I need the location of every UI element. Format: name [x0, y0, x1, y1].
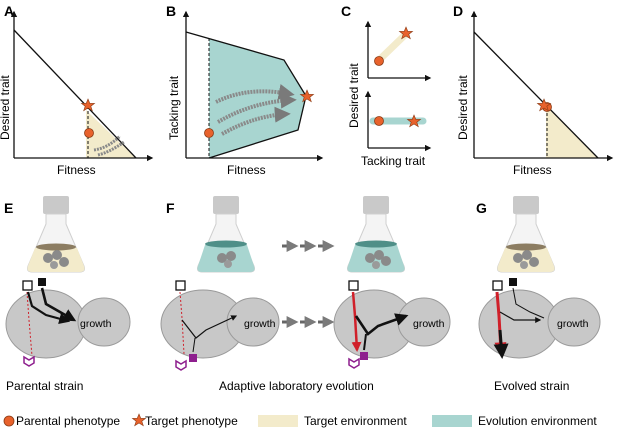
flask-evolution-environment-end: [347, 196, 405, 273]
pathway-flux: [354, 313, 409, 336]
target-phenotype-marker: [299, 89, 315, 103]
byproduct-square: [189, 354, 197, 362]
product-hexagon: [23, 355, 35, 367]
byproduct-square: [360, 352, 368, 360]
pathway-flux: [499, 311, 542, 323]
panel-f: F growth: [160, 196, 451, 393]
target-environment-band: [374, 30, 410, 65]
panel-label-g: G: [476, 200, 487, 216]
panel-g: G growth Evolved strain: [476, 196, 601, 393]
panel-label-e: E: [4, 200, 13, 216]
product-hexagon: [348, 357, 360, 369]
adaptation-trajectory: [221, 106, 291, 136]
growth-label: growth: [557, 318, 589, 330]
parental-phenotype-marker: [84, 128, 94, 138]
substrate-square-open: [22, 280, 33, 291]
pathway-flux: [493, 329, 509, 359]
legend-target-star: [131, 413, 147, 427]
pathway-flux: [40, 287, 77, 322]
tradeoff-line: [473, 31, 599, 159]
cell-before-evolution: [160, 289, 280, 359]
evolution-environment-region: [209, 38, 306, 158]
substrate-square-open: [175, 280, 186, 291]
flask-target-environment: [497, 196, 555, 273]
panel-label-f: F: [166, 200, 175, 216]
panel-caption: Parental strain: [6, 379, 83, 393]
target-phenotype-marker: [398, 26, 414, 40]
legend-target-env-label: Target environment: [304, 414, 407, 428]
x-axis-label: Fitness: [513, 163, 552, 177]
target-phenotype-marker: [536, 98, 552, 112]
target-phenotype-marker: [80, 98, 96, 112]
panel-label-b: B: [166, 3, 176, 19]
pathway-red-branch: [26, 291, 33, 357]
tradeoff-line: [13, 29, 137, 159]
panel-label-a: A: [4, 3, 14, 19]
x-axis-label: Fitness: [57, 163, 96, 177]
adaptation-trajectory: [216, 92, 297, 124]
growth-label: growth: [80, 318, 112, 330]
cell-parental: [5, 289, 131, 359]
y-axis-label: Tacking trait: [167, 75, 181, 140]
parental-phenotype-marker: [374, 56, 384, 66]
legend-evolution-env-swatch: [432, 415, 472, 427]
substrate-square-filled: [509, 278, 517, 286]
panel-caption: Evolved strain: [494, 379, 569, 393]
panel-caption: Adaptive laboratory evolution: [219, 379, 374, 393]
pathway-red-branch: [179, 291, 185, 355]
panel-label-c: C: [341, 3, 351, 19]
pathway-flux: [363, 333, 367, 351]
adaptation-trajectories: [93, 134, 125, 157]
adaptation-trajectory: [215, 84, 295, 104]
substrate-square-open: [492, 280, 503, 291]
panel-a: A Fitness Desired trait: [0, 3, 154, 177]
growth-label: growth: [244, 318, 276, 330]
parental-phenotype-marker: [204, 128, 214, 138]
flask-evolution-environment-start: [197, 196, 255, 273]
pathway-flux: [26, 291, 71, 324]
legend-parental-marker: [3, 415, 15, 427]
pathway-red-branch: [351, 291, 362, 352]
panel-e: E growth Parental strain: [4, 196, 131, 393]
legend-target-env-swatch: [258, 415, 298, 427]
product-hexagon: [175, 359, 187, 371]
panel-c: C Tacking trait Desired trait: [341, 3, 432, 168]
panel-b: B Fitness Tacking trait: [166, 3, 324, 177]
panel-label-d: D: [453, 3, 463, 19]
pathway-flux: [512, 287, 545, 319]
target-environment-region: [86, 110, 136, 158]
legend: Parental phenotype Target phenotype Targ…: [3, 413, 597, 428]
legend-target-label: Target phenotype: [145, 414, 238, 428]
legend-parental-label: Parental phenotype: [16, 414, 120, 428]
growth-label: growth: [413, 318, 445, 330]
substrate-square-open: [348, 280, 359, 291]
target-phenotype-marker: [406, 114, 422, 128]
y-axis-label: Desired trait: [456, 75, 470, 140]
y-axis-label: Desired trait: [0, 75, 12, 140]
pathway-flux: [192, 337, 196, 353]
flask-target-environment: [27, 196, 85, 273]
pathway-flux: [181, 315, 238, 339]
x-axis-label: Tacking trait: [361, 154, 426, 168]
substrate-square-filled: [38, 278, 46, 286]
parental-phenotype-marker: [374, 116, 384, 126]
x-axis-label: Fitness: [227, 163, 266, 177]
panel-d: D Fitness Desired trait: [453, 3, 614, 177]
y-axis-label: Desired trait: [347, 63, 361, 128]
legend-evolution-env-label: Evolution environment: [478, 414, 597, 428]
